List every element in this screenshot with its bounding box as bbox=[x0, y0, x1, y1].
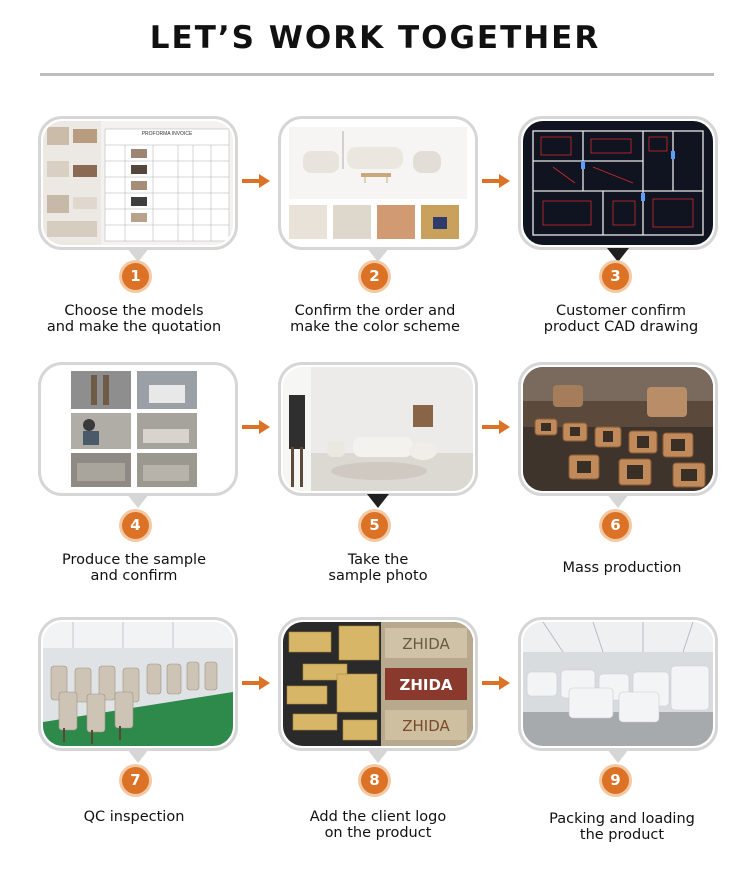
qc-inspection-image bbox=[43, 622, 233, 746]
step-2-caption: Confirm the order and make the color sch… bbox=[265, 303, 485, 335]
step-4-image-bubble bbox=[38, 362, 238, 508]
step-7-caption-line1: QC inspection bbox=[83, 809, 185, 825]
step-7-number-badge: 7 bbox=[122, 767, 149, 794]
step-9-caption-line2: the product bbox=[579, 827, 665, 843]
logo-plates-image: ZHIDA ZHIDA ZHIDA bbox=[283, 622, 473, 746]
cad-drawing-image bbox=[523, 121, 713, 245]
bubble-pointer bbox=[607, 749, 629, 763]
bubble-pointer bbox=[367, 494, 389, 508]
step-1-number-badge: 1 bbox=[122, 263, 149, 290]
arrow-right-icon bbox=[482, 420, 510, 434]
step-1-caption-line2: and make the quotation bbox=[46, 319, 222, 335]
bubble-pointer bbox=[127, 494, 149, 508]
step-4-caption: Produce the sample and confirm bbox=[24, 552, 244, 584]
bubble-pointer bbox=[127, 749, 149, 763]
step-5-image-bubble bbox=[278, 362, 478, 508]
logo-text-middle: ZHIDA bbox=[399, 676, 452, 694]
step-4-number-badge: 4 bbox=[122, 512, 149, 539]
step-2-caption-line1: Confirm the order and bbox=[294, 303, 456, 319]
step-9-caption-line1: Packing and loading bbox=[549, 811, 695, 827]
step-9-image-bubble bbox=[518, 617, 718, 763]
step-3-caption-line2: product CAD drawing bbox=[543, 319, 699, 335]
mass-production-image bbox=[523, 367, 713, 491]
step-2-image-bubble bbox=[278, 116, 478, 262]
bubble-pointer bbox=[367, 749, 389, 763]
step-8-caption-line2: on the product bbox=[324, 825, 432, 841]
step-5-caption-line1: Take the bbox=[347, 552, 409, 568]
step-6-number-badge: 6 bbox=[602, 512, 629, 539]
sample-photos-image bbox=[43, 367, 233, 491]
logo-text-bottom: ZHIDA bbox=[402, 717, 450, 735]
quotation-sheet-image: PROFORMA INVOICE bbox=[43, 121, 233, 245]
step-3-caption-line1: Customer confirm bbox=[555, 303, 687, 319]
step-8-caption: Add the client logo on the product bbox=[268, 809, 488, 841]
step-8-caption-line1: Add the client logo bbox=[309, 809, 447, 825]
step-8-number-badge: 8 bbox=[361, 767, 388, 794]
title-divider bbox=[40, 73, 714, 76]
step-1-caption: Choose the models and make the quotation bbox=[24, 303, 244, 335]
step-9-number-badge: 9 bbox=[602, 767, 629, 794]
bubble-pointer bbox=[127, 248, 149, 262]
step-5-caption: Take the sample photo bbox=[268, 552, 488, 584]
step-2-caption-line2: make the color scheme bbox=[290, 319, 460, 335]
step-7-caption: QC inspection bbox=[24, 809, 244, 825]
step-4-caption-line2: and confirm bbox=[90, 568, 178, 584]
arrow-right-icon bbox=[482, 174, 510, 188]
bubble-pointer bbox=[367, 248, 389, 262]
bubble-pointer bbox=[607, 494, 629, 508]
step-7-image-bubble bbox=[38, 617, 238, 763]
step-3-image-bubble bbox=[518, 116, 718, 262]
bubble-pointer bbox=[607, 248, 629, 262]
step-1-caption-line1: Choose the models bbox=[64, 303, 204, 319]
step-5-caption-line2: sample photo bbox=[328, 568, 428, 584]
step-2-number-badge: 2 bbox=[361, 263, 388, 290]
step-3-caption: Customer confirm product CAD drawing bbox=[511, 303, 731, 335]
page-title: LET’S WORK TOGETHER bbox=[149, 20, 601, 56]
photo-shoot-image bbox=[283, 367, 473, 491]
step-6-caption: Mass production bbox=[512, 560, 732, 576]
step-6-caption-line1: Mass production bbox=[562, 560, 682, 576]
arrow-right-icon bbox=[242, 174, 270, 188]
quotation-header-text: PROFORMA INVOICE bbox=[142, 131, 193, 137]
arrow-right-icon bbox=[242, 420, 270, 434]
step-1-image-bubble: PROFORMA INVOICE bbox=[38, 116, 238, 262]
arrow-right-icon bbox=[482, 676, 510, 690]
step-9-caption: Packing and loading the product bbox=[512, 811, 732, 843]
step-8-image-bubble: ZHIDA ZHIDA ZHIDA bbox=[278, 617, 478, 763]
step-6-image-bubble bbox=[518, 362, 718, 508]
step-4-caption-line1: Produce the sample bbox=[61, 552, 207, 568]
step-5-number-badge: 5 bbox=[361, 512, 388, 539]
arrow-right-icon bbox=[242, 676, 270, 690]
step-3-number-badge: 3 bbox=[602, 263, 629, 290]
color-scheme-image bbox=[283, 121, 473, 245]
packing-loading-image bbox=[523, 622, 713, 746]
logo-text-top: ZHIDA bbox=[402, 635, 450, 653]
